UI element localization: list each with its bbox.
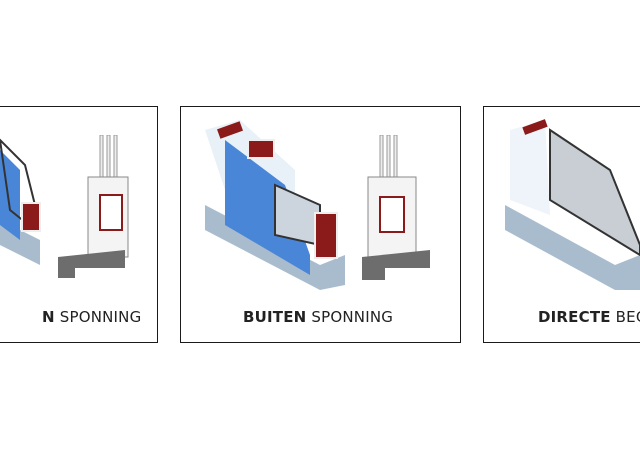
- window-profile-3d-illustration: [505, 119, 640, 290]
- card-label: DIRECTE BEG: [538, 308, 640, 326]
- window-profile-3d-illustration: [0, 138, 41, 265]
- window-profile-cross-section-illustration: [58, 135, 129, 278]
- window-profile-3d-illustration: [205, 120, 345, 290]
- card-label: N SPONNING: [42, 308, 142, 326]
- card-label: BUITEN SPONNING: [243, 308, 394, 326]
- window-profile-cross-section-illustration: [362, 135, 430, 280]
